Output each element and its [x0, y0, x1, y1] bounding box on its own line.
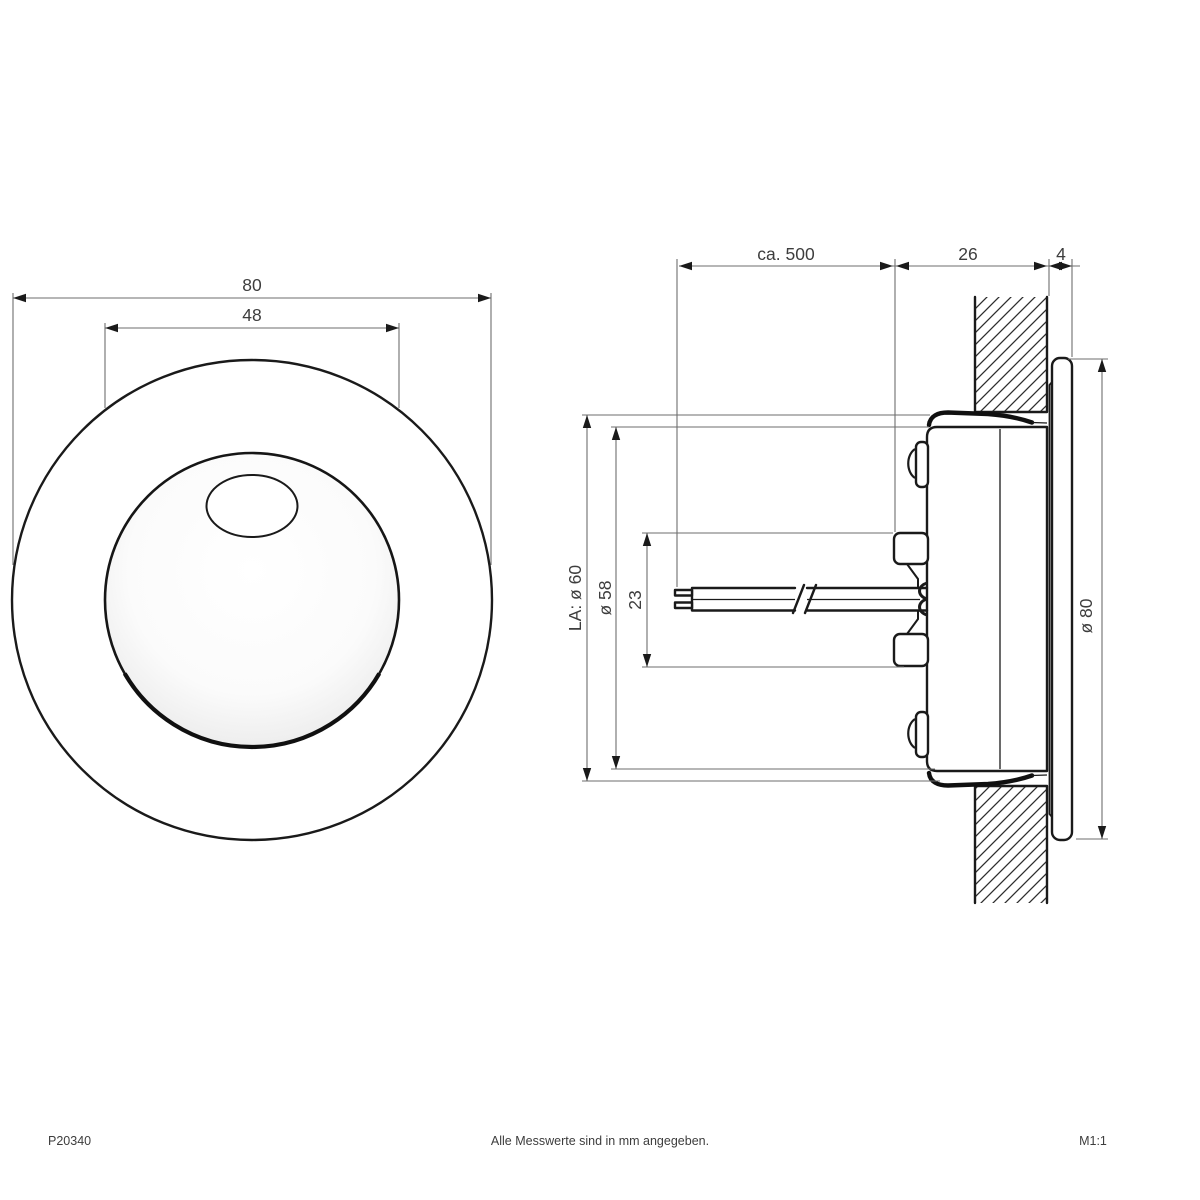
- arrowhead: [1059, 261, 1072, 271]
- cover-rear-lip: [1048, 381, 1053, 818]
- arrowhead: [386, 323, 399, 333]
- arrowhead: [13, 293, 26, 303]
- front-view: 80 48: [10, 275, 494, 842]
- extension-lines: [104, 323, 400, 408]
- wall-section-lower: [973, 784, 1049, 905]
- wall-hatching: [975, 786, 1047, 903]
- arrowhead: [611, 756, 621, 769]
- cover-plate: [1050, 356, 1074, 842]
- arrowhead: [1097, 826, 1107, 839]
- cable-crimp: [918, 581, 928, 617]
- arrowhead: [1034, 261, 1047, 271]
- dim-housing-diameter-58: ø 58: [595, 426, 935, 770]
- extension-lines: [676, 259, 1073, 587]
- wall-hatching: [975, 297, 1047, 412]
- cable-break-symbol: [791, 583, 818, 615]
- clip-arc-bottom: [907, 718, 916, 749]
- extension-lines: [582, 414, 940, 782]
- scale-label: M1:1: [1079, 1134, 1107, 1148]
- arrowhead: [642, 654, 652, 667]
- dim-front-outer-diameter: 80: [12, 275, 492, 565]
- side-view: ca. 500 26 4 LA: ø 60 ø 58 23: [565, 244, 1108, 905]
- dim-label-cutout: LA: ø 60: [565, 565, 585, 631]
- clip-bump-bottom: [914, 710, 930, 759]
- arrowhead: [582, 768, 592, 781]
- housing: [892, 410, 1049, 788]
- arrowhead: [1097, 359, 1107, 372]
- retaining-spring-bottom-tip: [1031, 774, 1048, 777]
- dim-label-cover-thickness: 4: [1056, 244, 1066, 264]
- cable-segment-right: [805, 586, 929, 612]
- article-number: P20340: [48, 1134, 91, 1148]
- front-lens-dome-shadow-rim: [122, 672, 382, 750]
- dim-label-housing-diameter: ø 58: [595, 580, 615, 615]
- retaining-spring-top: [926, 410, 1035, 428]
- dim-label-recess-depth: 26: [958, 244, 977, 264]
- arrowhead: [611, 427, 621, 440]
- extension-lines: [12, 293, 492, 565]
- arrowhead: [880, 261, 893, 271]
- dim-label-dome-diameter: 48: [242, 305, 261, 325]
- dim-front-dome-diameter: 48: [104, 305, 400, 408]
- units-note: Alle Messwerte sind in mm angegeben.: [491, 1134, 709, 1148]
- front-lens-highlight: [205, 474, 299, 538]
- housing-body: [925, 425, 1049, 773]
- dim-label-cable-length: ca. 500: [757, 244, 815, 264]
- extension-lines: [642, 532, 904, 668]
- dim-cutout-la60: LA: ø 60: [565, 414, 940, 782]
- dim-terminal-span-23: 23: [625, 532, 904, 668]
- dim-cover-diameter-80: ø 80: [1068, 358, 1108, 840]
- clip-bump-top: [914, 440, 930, 489]
- retaining-spring-top-tip: [1031, 421, 1048, 424]
- connection-cable: [673, 583, 929, 615]
- terminal-block-top: [892, 531, 930, 566]
- wall-section-upper: [973, 295, 1049, 414]
- terminal-block-bottom: [892, 632, 930, 668]
- arrowhead: [478, 293, 491, 303]
- arrowhead: [642, 533, 652, 546]
- arrowhead: [1049, 261, 1062, 271]
- arrowhead: [679, 261, 692, 271]
- arrowhead: [896, 261, 909, 271]
- footer: P20340 Alle Messwerte sind in mm angegeb…: [48, 1134, 1107, 1148]
- arrowhead: [582, 415, 592, 428]
- dim-top-row: ca. 500 26 4: [676, 244, 1080, 587]
- extension-lines: [611, 426, 935, 770]
- dim-label-terminal-span: 23: [625, 590, 645, 609]
- front-cover: [1048, 356, 1074, 842]
- wire-tip-lower: [673, 601, 694, 610]
- extension-lines: [1068, 358, 1108, 840]
- clip-arc-top: [907, 448, 916, 479]
- arrowhead: [105, 323, 118, 333]
- dim-label-cover-diameter: ø 80: [1076, 598, 1096, 633]
- cable-entry-funnel: [906, 563, 919, 635]
- retaining-spring-bottom: [926, 770, 1035, 788]
- dim-label-outer-diameter: 80: [242, 275, 262, 295]
- wire-tip-upper: [673, 588, 694, 597]
